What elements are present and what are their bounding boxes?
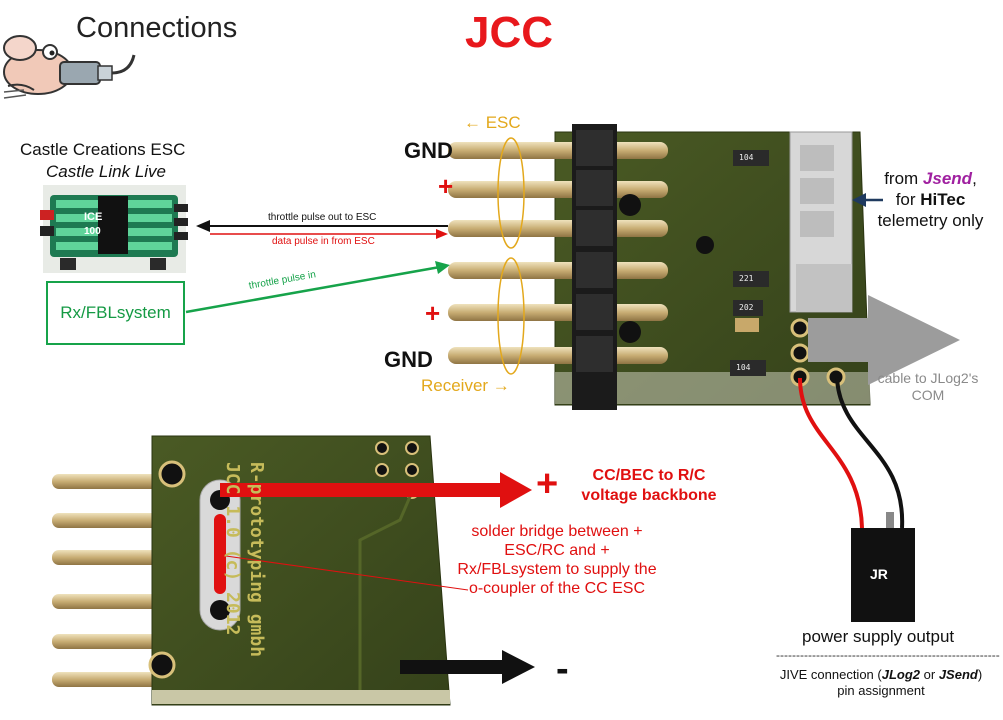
esc-group-label: ← ESC <box>464 113 521 132</box>
chip-label-2: 221 <box>739 274 754 283</box>
solder-pointer-line <box>225 555 469 591</box>
solder-note: solder bridge between + ESC/RC and + Rx/… <box>457 523 657 597</box>
data-in-label: data pulse in from ESC <box>272 236 375 247</box>
signal-arrows <box>185 220 450 314</box>
jsend-note: from Jsend, for HiTec telemetry only <box>858 168 1003 231</box>
pcb-line-1: R-prototyping gmbh <box>246 462 267 658</box>
plus-top-label: + <box>438 171 454 201</box>
throttle-out-label: throttle pulse out to ESC <box>268 212 377 223</box>
plus-bottom-label: + <box>425 298 441 328</box>
jive-or: or <box>920 667 939 682</box>
ground-minus: - <box>556 648 569 690</box>
power-supply-label: power supply output <box>802 627 955 646</box>
divider-dashes: ----------------------------------------… <box>776 648 1000 662</box>
jsend-note-prefix: from <box>884 169 923 188</box>
jive-suffix: ) <box>977 667 983 682</box>
hitec-name: HiTec <box>920 190 966 209</box>
pcb-silkscreen: R-prototyping gmbh JCC 1.0 (c) 2012 <box>220 462 268 657</box>
jcc-board-top <box>448 124 871 410</box>
pcb-line-2: JCC 1.0 (c) 2012 <box>222 462 243 636</box>
rx-fbl-box: Rx/FBLsystem <box>46 281 185 345</box>
red-wire <box>798 377 864 529</box>
telemetry-only: telemetry only <box>877 211 984 230</box>
chip-label-3: 202 <box>739 303 754 312</box>
chip-label-1: 104 <box>739 153 754 162</box>
connections-title: Connections <box>76 12 238 44</box>
esc-brand-label: ICE <box>84 211 103 223</box>
jive-prefix: JIVE connection ( <box>779 667 882 682</box>
esc-group-ellipse <box>497 137 525 249</box>
jr-label: JR <box>870 566 888 582</box>
jive-jlog2: JLog2 <box>881 667 921 682</box>
cable-arrow <box>808 295 960 385</box>
jr-connector <box>851 528 915 622</box>
gnd-top-label: GND <box>404 138 453 163</box>
jsend-name: Jsend <box>922 169 973 188</box>
chip-label-4: 104 <box>736 363 751 372</box>
gnd-bottom-label: GND <box>384 347 433 372</box>
backbone-plus: + <box>536 463 559 505</box>
jive-note: JIVE connection (JLog2 or JSend) pin ass… <box>770 667 992 699</box>
esc-photo <box>40 185 188 273</box>
black-wire <box>835 377 905 529</box>
mascot-illustration <box>3 35 136 99</box>
receiver-group-label: Receiver → <box>421 376 510 395</box>
jive-line2: pin assignment <box>837 683 925 698</box>
esc-name: Castle Creations ESC <box>20 140 186 159</box>
page-title: JCC <box>465 8 554 57</box>
jsend-comma: , <box>972 169 977 188</box>
esc-amp-label: 100 <box>84 226 101 237</box>
receiver-group-ellipse <box>497 257 525 375</box>
cable-note: cable to JLog2's COM <box>877 370 979 403</box>
esc-subtitle: Castle Link Live <box>46 162 167 181</box>
jsend-note-for: for <box>895 190 921 209</box>
backbone-label: CC/BEC to R/C voltage backbone <box>581 467 717 504</box>
jive-jsend: JSend <box>938 667 978 682</box>
